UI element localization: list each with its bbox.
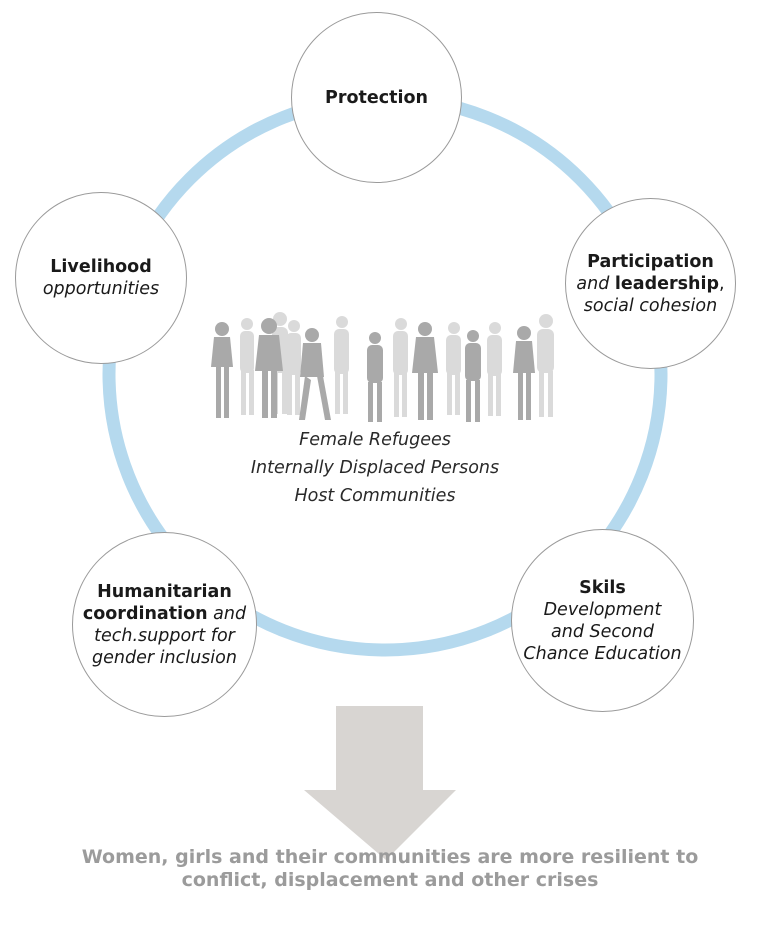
participation-connector: and [576,273,610,294]
target-group-idps: Internally Displaced Persons [250,458,500,478]
livelihood-subtitle: opportunities [42,279,160,299]
humanitarian-line-2: tech.support for [94,625,235,646]
target-groups: Female Refugees Internally Displaced Per… [230,426,520,510]
humanitarian-connector: and [213,603,247,624]
leadership-comma: , [719,273,725,294]
node-humanitarian: Humanitarian coordination and tech.suppo… [72,532,257,717]
node-skills: Skils Development and Second Chance Educ… [511,529,694,712]
down-arrow-icon [304,706,456,860]
livelihood-title: Livelihood [50,257,152,277]
skills-line-2: and Second [551,621,654,642]
skills-title: Skils [579,577,626,598]
outcome-line-2: conflict, displacement and other crises [181,869,599,891]
coordination-title: coordination [82,603,208,624]
node-livelihood: Livelihood opportunities [15,192,187,364]
target-group-host-communities: Host Communities [294,486,456,506]
leadership-title: leadership [614,273,720,294]
participation-title: Participation [587,251,714,272]
skills-line-1: Development [543,599,662,620]
outcome-line-1: Women, girls and their communities are m… [81,846,699,868]
humanitarian-line-3: gender inclusion [92,647,237,668]
node-protection: Protection [291,12,462,183]
node-participation: Participation and leadership, social coh… [565,198,736,369]
humanitarian-title: Humanitarian [97,581,232,602]
skills-line-3: Chance Education [523,643,682,664]
people-silhouettes-icon [211,312,554,422]
target-group-refugees: Female Refugees [299,430,451,450]
protection-title: Protection [325,87,428,108]
outcome-statement: Women, girls and their communities are m… [40,846,740,892]
participation-subtitle: social cohesion [583,295,718,316]
